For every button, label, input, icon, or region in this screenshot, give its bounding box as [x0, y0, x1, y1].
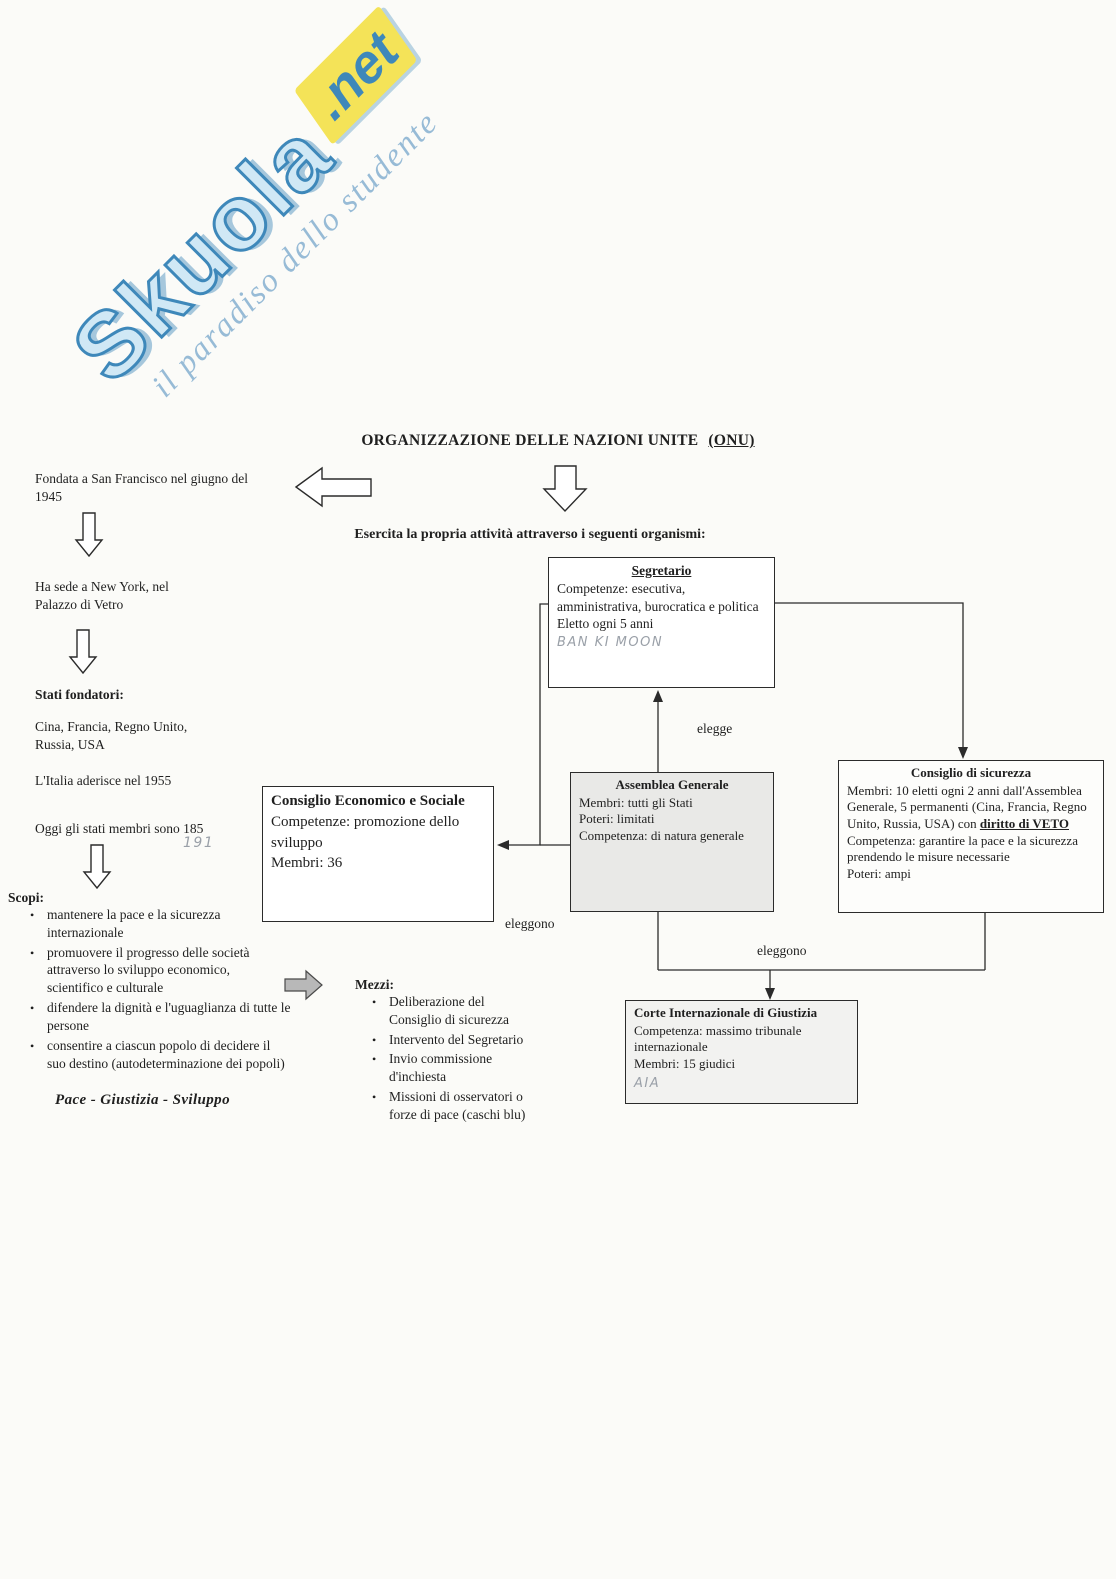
goal-text: difendere la dignità e l'uguaglianza di … [47, 1000, 291, 1033]
founders-list: Cina, Francia, Regno Unito, Russia, USA [35, 719, 188, 752]
box-segretario: Segretario Competenze: esecutiva, ammini… [548, 557, 775, 688]
list-item: promuovere il progresso delle società at… [30, 944, 292, 997]
box-title: Corte Internazionale di Giustizia [634, 1005, 818, 1020]
goal-text: mantenere la pace e la sicurezza interna… [47, 907, 221, 940]
box-title: Consiglio Economico e Sociale [271, 793, 465, 809]
down-arrow-3-icon [82, 844, 112, 890]
list-item: Invio commissione d'inchiesta [372, 1050, 542, 1086]
box-assemblea-generale: Assemblea Generale Membri: tutti gli Sta… [570, 772, 774, 912]
mezzi-list: Deliberazione del Consiglio di sicurezza… [372, 993, 542, 1126]
down-arrow-2-icon [68, 629, 98, 675]
bullet-icon [372, 1050, 380, 1086]
box-line: Competenze: esecutiva, amministrativa, b… [557, 581, 759, 614]
note-members: Oggi gli stati membri sono 185 [35, 821, 204, 836]
box-line: Membri: 10 eletti ogni 2 anni dall'Assem… [847, 783, 1095, 833]
mezzi-item-text: Deliberazione del Consiglio di sicurezza [389, 994, 509, 1027]
arrowhead-up-elegge-icon [653, 690, 663, 702]
edge-label-eleggono-bottom: eleggono [757, 943, 807, 958]
motto-text: Pace - Giustizia - Sviluppo [55, 1092, 230, 1108]
list-item: consentire a ciascun popolo di decidere … [30, 1037, 292, 1073]
mezzi-label: Mezzi: [355, 977, 394, 992]
note-founded: Fondata a San Francisco nel giugno del 1… [35, 471, 248, 504]
goals-list: mantenere la pace e la sicurezza interna… [30, 906, 292, 1074]
handwritten-note: BAN KI MOON [557, 635, 664, 651]
bullet-icon [30, 906, 38, 942]
box-title: Segretario [631, 563, 692, 578]
edge-to-economico-line [504, 603, 548, 846]
bullet-icon [372, 993, 380, 1029]
bullet-icon [372, 1088, 380, 1124]
bullet-icon [30, 1037, 38, 1073]
note-seat: Ha sede a New York, nel Palazzo di Vetro [35, 579, 169, 612]
document-title: ORGANIZZAZIONE DELLE NAZIONI UNITE (ONU) [0, 432, 1116, 450]
bullet-icon [30, 944, 38, 997]
box-title: Consiglio di sicurezza [910, 765, 1032, 780]
arrowhead-left-economico-icon [497, 840, 509, 850]
list-item: difendere la dignità e l'uguaglianza di … [30, 999, 292, 1035]
box-line: Competenza: massimo tribunale internazio… [634, 1022, 802, 1055]
intro-text: Esercita la propria attività attraverso … [354, 527, 706, 542]
arrowhead-down-corte-icon [765, 988, 775, 1000]
arrowhead-down-sicurezza-icon [958, 747, 968, 759]
big-down-arrow-icon [542, 465, 588, 513]
goal-text: consentire a ciascun popolo di decidere … [47, 1037, 285, 1071]
box-line: Membri: 36 [271, 854, 343, 871]
box-consiglio-economico: Consiglio Economico e Sociale Competenze… [262, 786, 494, 922]
edge-segretario-sicurezza-line [775, 602, 964, 752]
box-line: Eletto ogni 5 anni [557, 615, 654, 631]
mezzi-item-text: Missioni di osservatori o forze di pace … [389, 1089, 526, 1122]
bullet-icon [30, 999, 38, 1035]
box-consiglio-sicurezza: Consiglio di sicurezza Membri: 10 eletti… [838, 760, 1104, 913]
box-line: Competenza: di natura generale [579, 827, 744, 843]
bullet-icon [372, 1031, 380, 1049]
list-item: mantenere la pace e la sicurezza interna… [30, 906, 292, 942]
title-text: ORGANIZZAZIONE DELLE NAZIONI UNITE [361, 432, 699, 449]
box-line: Poteri: limitati [579, 811, 655, 827]
box-line: Competenza: garantire la pace e la sicur… [847, 832, 1078, 865]
mezzi-arrow-icon [284, 969, 323, 1001]
handwritten-note: AIA [634, 1075, 661, 1091]
veto-text: diritto di VETO [979, 815, 1069, 831]
edge-label-elegge: elegge [697, 721, 733, 736]
box-line: Membri: tutti gli Stati [579, 794, 693, 810]
box-corte-internazionale: Corte Internazionale di Giustizia Compet… [625, 1000, 858, 1104]
goal-text: promuovere il progresso delle società at… [47, 944, 250, 996]
list-item: Intervento del Segretario [372, 1031, 542, 1049]
box-line: Membri: 15 giudici [634, 1055, 736, 1071]
box-title: Assemblea Generale [615, 777, 729, 792]
list-item: Missioni di osservatori o forze di pace … [372, 1088, 542, 1124]
goals-label: Scopi: [8, 890, 45, 905]
title-abbr: (ONU) [708, 432, 755, 449]
edge-label-eleggono-left: eleggono [505, 916, 555, 931]
founders-label: Stati fondatori: [35, 687, 124, 702]
members-text: Membri: 10 eletti ogni 2 anni dall'Assem… [847, 782, 1087, 831]
mezzi-item-text: Intervento del Segretario [389, 1031, 524, 1047]
box-line: Poteri: ampi [847, 865, 911, 881]
handwritten-members-note: 191 [183, 835, 215, 851]
list-item: Deliberazione del Consiglio di sicurezza [372, 993, 542, 1029]
down-arrow-1-icon [74, 512, 104, 558]
mezzi-item-text: Invio commissione d'inchiesta [389, 1051, 493, 1085]
big-left-arrow-icon [294, 466, 372, 508]
box-line: Competenze: promozione dello sviluppo [271, 814, 460, 851]
note-italy: L'Italia aderisce nel 1955 [35, 773, 172, 788]
